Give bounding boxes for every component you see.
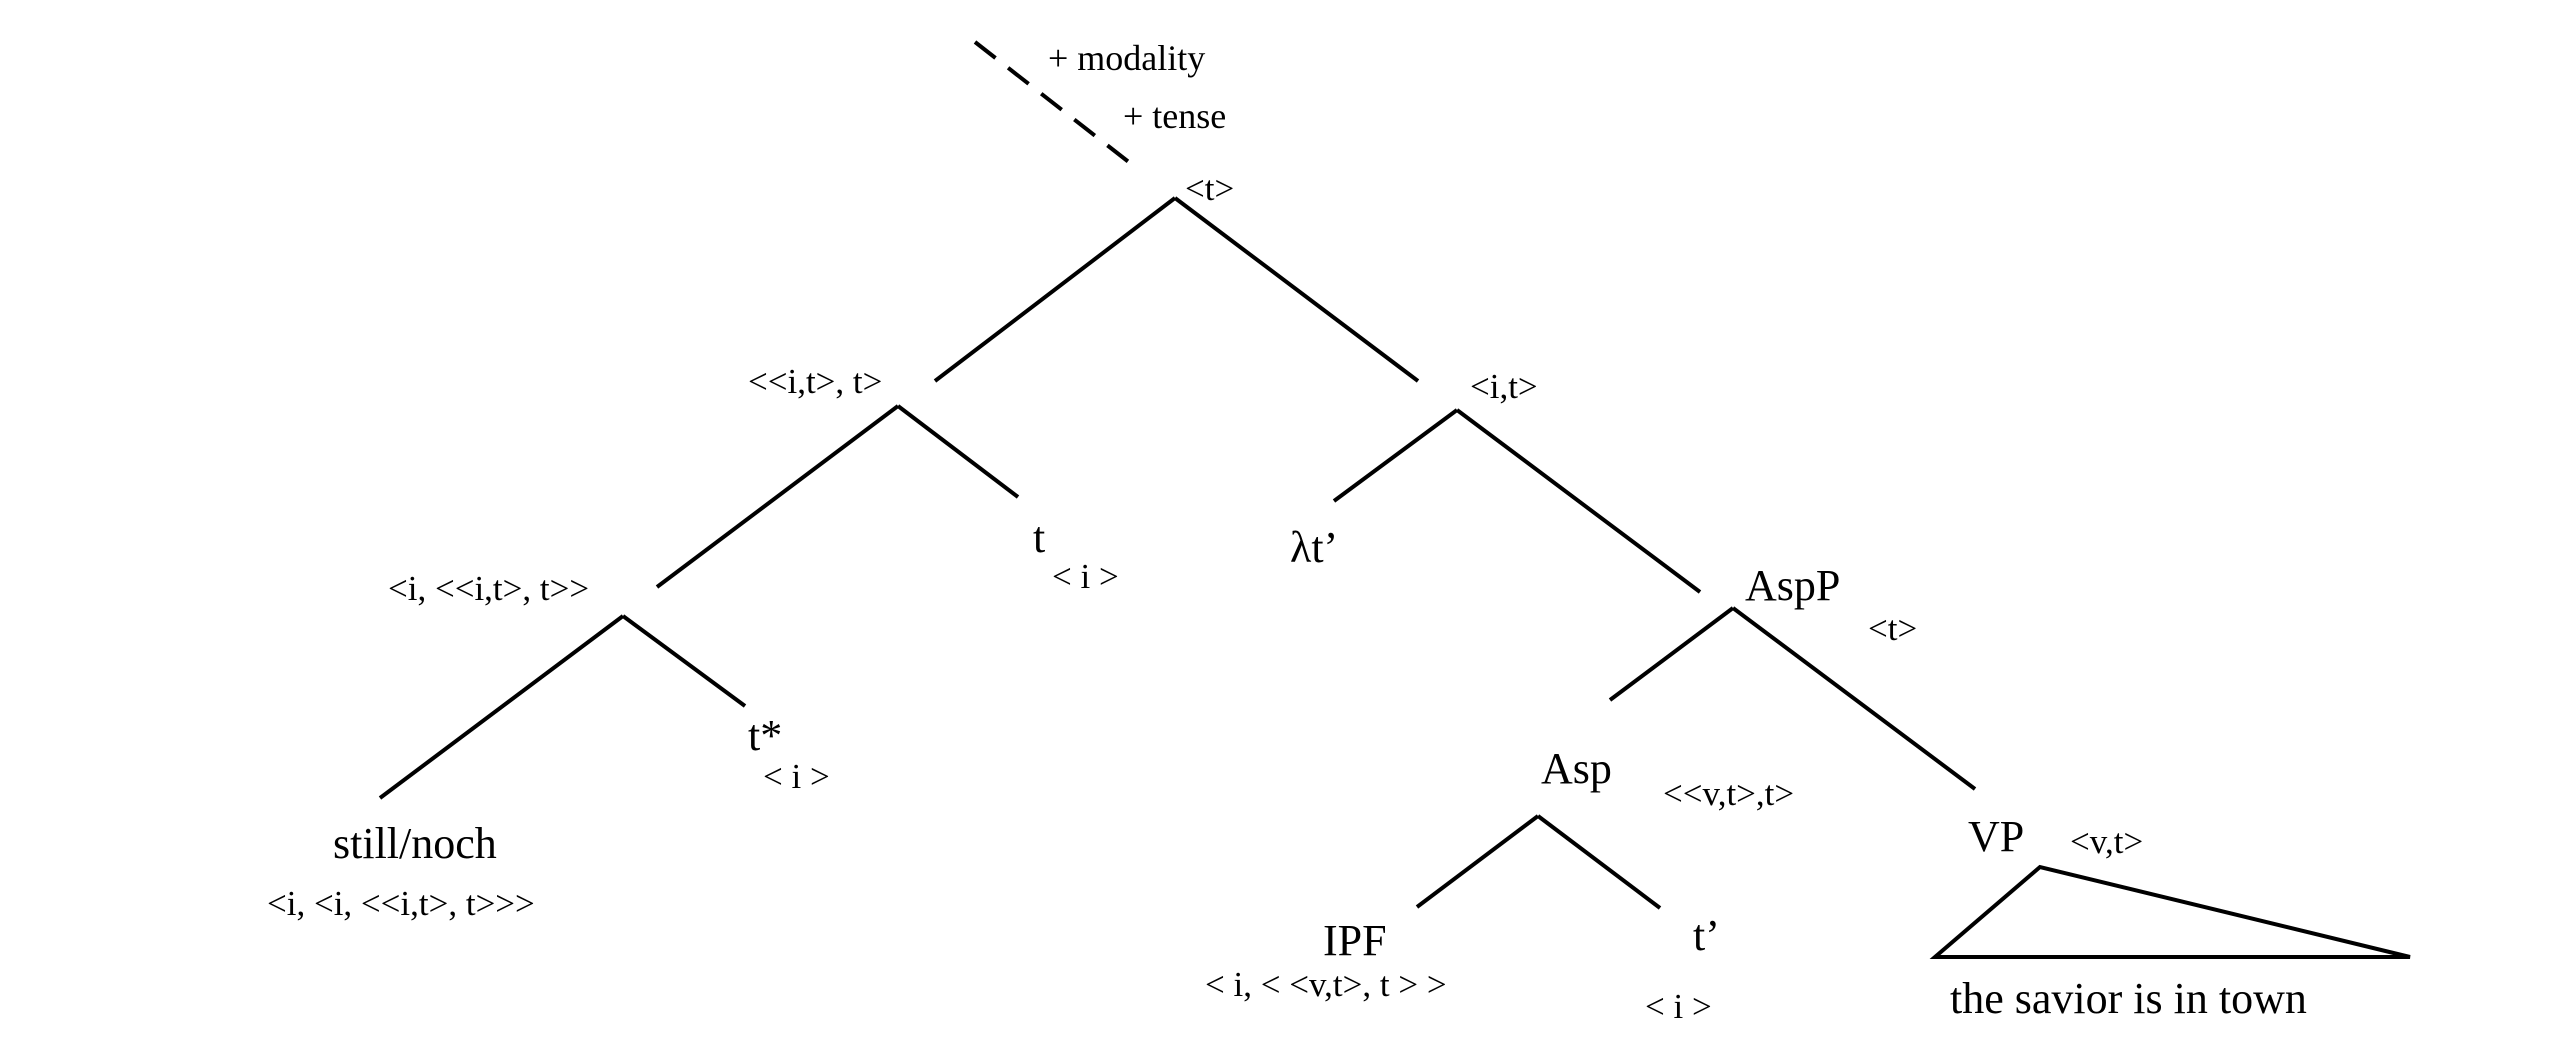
edge-root-right (1173, 196, 1420, 383)
t-label: t (1033, 513, 1045, 562)
edge-root-left (933, 196, 1177, 383)
edge-aspp-left (1608, 606, 1735, 702)
edge-n2-left (378, 614, 625, 800)
t-type: < i > (1052, 557, 1119, 596)
tstar-type: < i > (763, 757, 830, 796)
edge-aspp-right (1731, 606, 1977, 791)
edge-n1-left (655, 404, 900, 589)
still-noch-label: still/noch (333, 819, 497, 868)
tprime-type: < i > (1645, 987, 1712, 1026)
aspp-label: AspP (1745, 561, 1840, 610)
tstar-label: t* (748, 711, 782, 760)
edge-asp-left (1415, 814, 1540, 909)
root-type: <t> (1185, 169, 1234, 208)
dashed-edge-upper (973, 40, 1132, 165)
edge-n2-right (621, 614, 747, 708)
ipf-label: IPF (1323, 916, 1387, 965)
vp-content-text: the savior is in town (1950, 974, 2307, 1023)
modality-annotation: + modality (1048, 38, 1205, 78)
vp-label: VP (1968, 812, 2024, 861)
vp-type: <v,t> (2070, 822, 2143, 861)
still-noch-type: <i, <i, <<i,t>, t>>> (267, 884, 535, 923)
lambda-label: λt’ (1290, 523, 1338, 572)
tprime-label: t’ (1693, 911, 1720, 960)
asp-label: Asp (1541, 744, 1612, 793)
vp-triangle (1929, 864, 2411, 959)
asp-type: <<v,t>,t> (1663, 774, 1794, 813)
tense-annotation: + tense (1123, 96, 1226, 136)
n2-type: <i, <<i,t>, t>> (388, 569, 589, 608)
ipf-type: < i, < <v,t>, t > > (1205, 965, 1447, 1004)
aspp-type: <t> (1868, 609, 1917, 648)
n1-type: <<i,t>, t> (748, 362, 882, 401)
edge-asp-right (1536, 814, 1662, 910)
n3-type: <i,t> (1470, 367, 1538, 406)
edge-n3-right (1455, 408, 1702, 594)
edge-n3-left (1332, 408, 1459, 503)
edge-n1-right (896, 404, 1020, 499)
